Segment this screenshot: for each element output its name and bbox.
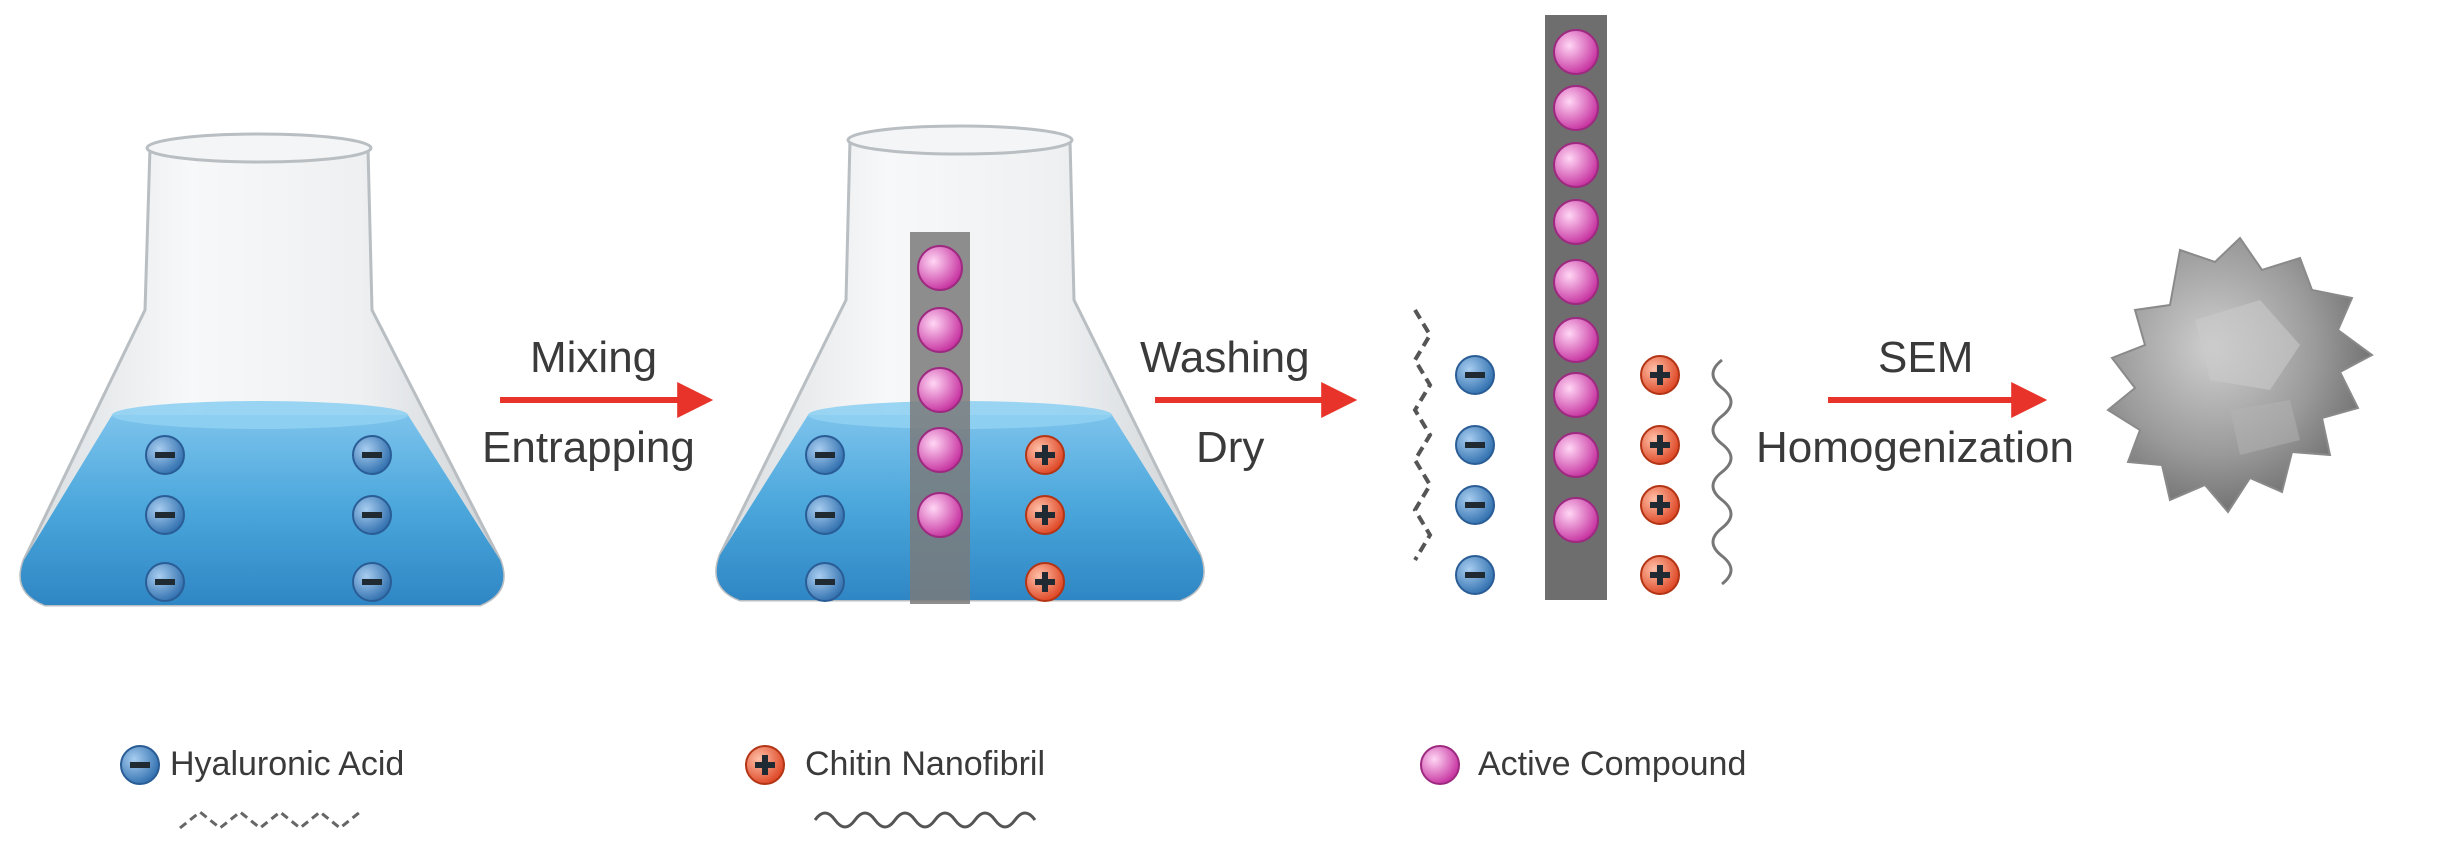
negative-ion [805,495,845,535]
negative-ion [1455,355,1495,395]
step-2-label-bottom: Dry [1196,423,1265,472]
chitin-fibril [1711,358,1733,586]
negative-ion [145,495,185,535]
legend-hyaluronic-chain [179,810,361,830]
active-compound [917,245,963,291]
step-1-label-top: Mixing [530,333,658,382]
step-3-label-top: SEM [1878,333,1974,382]
active-compound [1553,317,1599,363]
active-compound [917,492,963,538]
positive-ion [1640,355,1680,395]
active-compound [1553,432,1599,478]
positive-ion [1025,435,1065,475]
negative-ion [1455,555,1495,595]
positive-ion [1640,555,1680,595]
negative-ion [1455,425,1495,465]
hyaluronic-chain [1412,308,1433,562]
legend-active-compound [1420,745,1460,785]
legend-chitin-label: Chitin Nanofibril [805,745,1045,783]
flask-left [19,132,505,607]
legend-positive-ion [745,745,785,785]
active-compound [917,367,963,413]
negative-ion [352,435,392,475]
active-compound [1553,497,1599,543]
active-compound [1553,142,1599,188]
negative-ion [352,495,392,535]
negative-ion [1455,485,1495,525]
active-compound [1553,372,1599,418]
active-compound [917,427,963,473]
legend-hyaluronic-label: Hyaluronic Acid [170,745,405,783]
legend-compound-label: Active Compound [1478,745,1747,783]
negative-ion [805,435,845,475]
active-compound [1553,199,1599,245]
step-3-label-bottom: Homogenization [1756,423,2074,472]
negative-ion [352,562,392,602]
ion-layer [145,355,1680,602]
legend-negative-ion [120,745,160,785]
active-compound [1553,85,1599,131]
negative-ion [145,435,185,475]
active-compound [1553,29,1599,75]
compound-layer [917,29,1599,543]
positive-ion [1640,425,1680,465]
positive-ion [1025,562,1065,602]
active-compound [1553,259,1599,305]
negative-ion [805,562,845,602]
step-1-label-bottom: Entrapping [482,423,695,472]
negative-ion [145,562,185,602]
step-2-label-top: Washing [1140,333,1310,382]
flask-rod [910,232,970,604]
active-compound [917,307,963,353]
legend-chitin-fibril [813,811,1037,829]
positive-ion [1025,495,1065,535]
positive-ion [1640,485,1680,525]
